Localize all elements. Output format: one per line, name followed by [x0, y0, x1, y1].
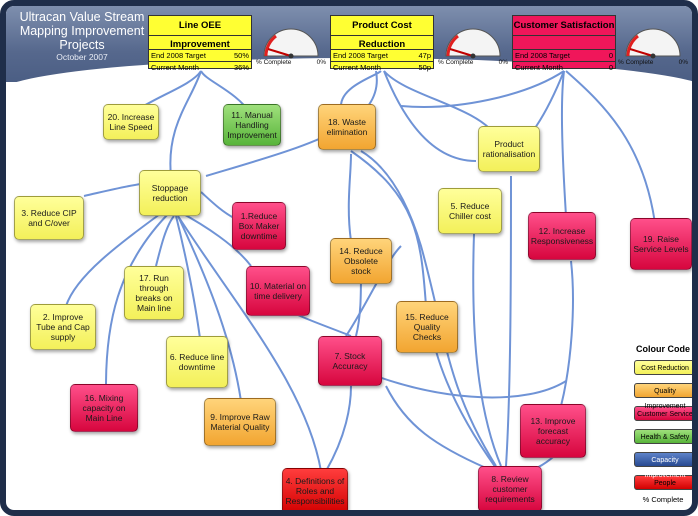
kpi-target-label: End 2008 Target [151, 51, 206, 60]
connector [105, 210, 172, 387]
connector [83, 183, 142, 197]
connector [560, 260, 574, 407]
legend-item-health: Health & Safety [634, 429, 692, 444]
title-line-2: Mapping Improvement [19, 24, 145, 38]
gauge-label: % Complete [438, 59, 474, 66]
kpi-product-cost: Product Cost Reduction End 2008 Target 4… [330, 15, 434, 72]
gauge-product-cost: % Complete 0% [438, 18, 508, 68]
connector [65, 205, 172, 307]
connector [505, 175, 512, 467]
title-date: October 2007 [56, 52, 108, 62]
kpi-current-value: 36% [233, 63, 249, 72]
node-manual-handling: 11. Manual Handling Improvement [223, 104, 281, 146]
kpi-title: Customer Satisfaction [513, 16, 615, 36]
node-improve-tube-cap: 2. Improve Tube and Cap supply [30, 304, 96, 350]
kpi-line-oee: Line OEE Improvement End 2008 Target 50%… [148, 15, 252, 72]
node-product-rationalisation: Product rationalisation [478, 126, 540, 172]
kpi-current-value: 50p [418, 63, 431, 72]
node-reduce-quality-checks: 15. Reduce Quality Checks [396, 301, 458, 353]
connector [177, 215, 242, 402]
node-increase-responsiveness: 12. Increase Responsiveness [528, 212, 596, 260]
kpi-target-row: End 2008 Target 50% [149, 49, 251, 61]
kpi-current-row: Current Month 36% [149, 61, 251, 73]
connector [560, 70, 567, 217]
node-definitions-roles: 4. Definitions of Roles and Responsibili… [282, 468, 348, 510]
kpi-current-row: Current Month 0 [513, 61, 615, 73]
kpi-target-value: 50% [233, 51, 249, 60]
legend-item-capacity: Capacity Improvement [634, 452, 692, 479]
node-improve-raw-material: 9. Improve Raw Material Quality [204, 398, 276, 446]
kpi-target-value: 47p [418, 51, 431, 60]
node-review-customer-requirements: 8. Review customer requirements [478, 466, 542, 510]
kpi-title: Line OEE Improvement [149, 16, 251, 50]
gauge-label: % Complete [256, 59, 292, 66]
title-line-1: Ultracan Value Stream [19, 10, 145, 24]
connector [360, 150, 497, 467]
gauge-line-oee: % Complete 0% [256, 18, 326, 68]
connector [435, 350, 497, 469]
node-increase-line-speed: 20. Increase Line Speed [103, 104, 159, 140]
legend-percent-complete: % Complete [642, 495, 684, 504]
gauge-value: 0% [498, 59, 508, 66]
gauge-value: 0% [678, 59, 688, 66]
kpi-current-row: Current Month 50p [331, 61, 433, 73]
gauge-value: 0% [316, 59, 326, 66]
connector [325, 385, 352, 472]
node-raise-service-levels: 19. Raise Service Levels [630, 218, 692, 270]
gauge-label: % Complete [618, 59, 654, 66]
node-reduce-obsolete-stock: 14. Reduce Obsolete stock [330, 238, 392, 284]
node-stock-accuracy: 7. Stock Accuracy [318, 336, 382, 386]
legend-item-quality: Quality Improvement [634, 383, 692, 410]
node-waste-elimination: 18. Waste elimination [318, 104, 376, 150]
connector [375, 375, 567, 399]
kpi-customer-satisfaction: Customer Satisfaction End 2008 Target 0 … [512, 15, 616, 72]
node-improve-forecast: 13. Improve forecast accuracy [520, 404, 586, 458]
legend-item-service: Customer Service [634, 406, 692, 421]
legend-item-cost: Cost Reduction [634, 360, 692, 375]
gauge-dial-icon [625, 28, 681, 59]
node-reduce-cip: 3. Reduce CIP and C/over [14, 196, 84, 240]
connector [340, 70, 382, 107]
node-reduce-line-downtime: 6. Reduce line downtime [166, 336, 228, 388]
gauge-dial-icon [263, 28, 319, 59]
node-stoppage-reduction: Stoppage reduction [139, 170, 201, 216]
connector-layer [65, 70, 657, 477]
kpi-current-label: Current Month [151, 63, 199, 72]
node-reduce-chiller-cost: 5. Reduce Chiller cost [438, 188, 502, 234]
connector [177, 215, 322, 472]
connector [385, 385, 487, 469]
node-mixing-capacity: 16. Mixing capacity on Main Line [70, 384, 138, 432]
colour-code-legend: Colour Code Cost Reduction Quality Impro… [628, 344, 692, 504]
gauge-customer-satisfaction: % Complete 0% [618, 18, 688, 68]
legend-item-people: People [634, 475, 692, 490]
connector [169, 70, 202, 177]
connector [472, 233, 502, 467]
connector [565, 70, 657, 232]
connector [400, 70, 565, 108]
connector [200, 191, 235, 219]
connector [345, 245, 402, 337]
title-line-3: Projects [59, 38, 105, 52]
kpi-title: Product Cost Reduction [331, 16, 433, 50]
gauge-dial-icon [445, 28, 501, 59]
connector [383, 70, 477, 162]
kpi-current-label: Current Month [515, 63, 563, 72]
kpi-target-label: End 2008 Target [515, 51, 570, 60]
kpi-target-label: End 2008 Target [333, 51, 388, 60]
connector [175, 215, 202, 347]
kpi-target-value: 0 [608, 51, 613, 60]
connector [347, 153, 352, 242]
node-material-on-time: 10. Material on time delivery [246, 266, 310, 316]
node-run-through-breaks: 17. Run through breaks on Main line [124, 266, 184, 320]
node-reduce-box-maker: 1.Reduce Box Maker downtime [232, 202, 286, 250]
kpi-current-value: 0 [608, 63, 613, 72]
page-title: Ultracan Value Stream Mapping Improvemen… [8, 10, 156, 62]
connector [155, 215, 175, 267]
legend-title: Colour Code [636, 344, 690, 354]
kpi-target-row: End 2008 Target 47p [331, 49, 433, 61]
kpi-target-row: End 2008 Target 0 [513, 49, 615, 61]
kpi-current-label: Current Month [333, 63, 381, 72]
